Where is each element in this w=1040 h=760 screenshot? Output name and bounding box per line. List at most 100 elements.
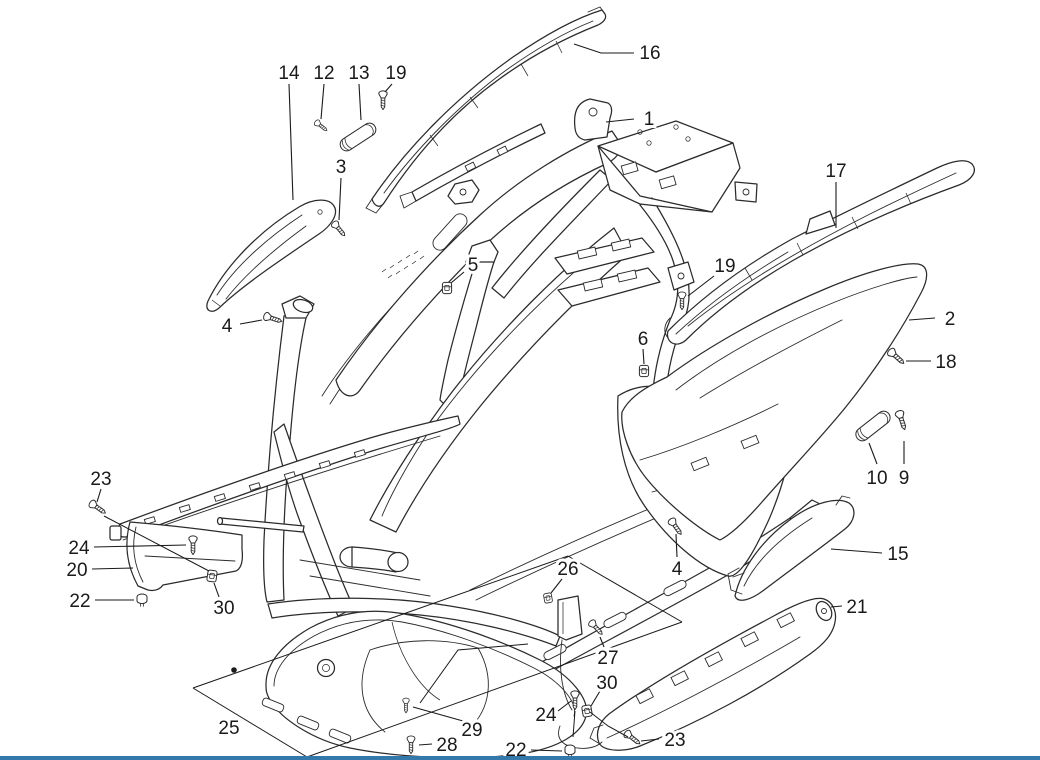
leader-line-part-5 [450, 271, 465, 284]
part-number-label-6: 6 [638, 329, 649, 350]
part-number-label-24: 24 [68, 538, 90, 559]
leader-line-part-24 [93, 544, 187, 548]
screw-icon-part-4 [262, 311, 284, 326]
part-number-label-30: 30 [213, 598, 234, 619]
part-number-label-3: 3 [336, 157, 347, 178]
leader-line-part-30 [213, 582, 220, 598]
part-number-label-1: 1 [644, 109, 655, 130]
leader-line-part-19 [687, 275, 715, 297]
bottom-accent-bar [0, 756, 1040, 760]
leader-line-part-14 [288, 83, 294, 201]
part-21-side-skirt-rail [589, 597, 837, 751]
part-number-label-17: 17 [825, 161, 846, 182]
clip-icon-part-30 [206, 569, 218, 583]
leader-line-part-29 [412, 706, 464, 722]
leader-line-part-30 [590, 690, 601, 707]
part-number-label-23: 23 [664, 730, 685, 751]
part-number-label-4: 4 [222, 316, 233, 337]
part-number-label-27: 27 [597, 648, 618, 669]
part-number-label-4: 4 [672, 559, 683, 580]
leader-line-part-6 [642, 348, 645, 365]
leader-line-part-27 [599, 636, 605, 648]
part-number-label-5: 5 [468, 255, 479, 276]
screw-icon-part-18 [885, 346, 908, 368]
part-15-rear-spoiler [727, 495, 855, 601]
callout-lines [103, 515, 683, 758]
part-1-rear-subframe [573, 98, 758, 213]
callout-line [103, 515, 210, 572]
leader-line-part-3 [338, 177, 342, 221]
leader-line-part-19 [384, 83, 393, 93]
subframe-left-bracket [573, 98, 613, 141]
part-number-label-26: 26 [557, 559, 578, 580]
callout-line [192, 555, 569, 689]
part-number-label-15: 15 [887, 544, 908, 565]
leader-line-part-12 [320, 83, 325, 120]
callout-dot [231, 667, 237, 673]
nut-icon-part-22 [136, 593, 148, 608]
part-number-label-30: 30 [596, 673, 617, 694]
screw-icon-part-23 [87, 498, 109, 517]
callout-line [589, 711, 629, 738]
callout-line [306, 621, 683, 758]
leader-line-part-28 [418, 743, 433, 746]
callout-line [192, 687, 308, 758]
leader-line-part-24 [557, 700, 572, 712]
subframe-leg-left [491, 169, 613, 299]
part-number-label-2: 2 [945, 309, 956, 330]
part-number-label-19: 19 [385, 63, 406, 84]
screw-icon-part-3 [329, 219, 349, 239]
step-rod [219, 517, 305, 533]
part-number-label-29: 29 [461, 720, 482, 741]
part-17-right-upper-spoiler [664, 160, 975, 345]
leader-line-part-20 [91, 567, 134, 570]
part-number-label-25: 25 [218, 718, 239, 739]
screw-icon-part-12 [312, 118, 330, 134]
pad-icon-part-13 [337, 120, 379, 154]
clip-icon-part-5 [441, 281, 453, 295]
main-spar [369, 227, 629, 533]
leader-line-part-26 [550, 578, 563, 594]
part-number-label-12: 12 [313, 63, 334, 84]
clip-icon-part-6 [638, 364, 650, 378]
leader-line-part-23 [96, 488, 102, 503]
leader-line-part-21 [830, 605, 843, 608]
part-number-label-14: 14 [278, 63, 300, 84]
part-16-upper-spoiler [365, 6, 607, 214]
leader-line-part-16 [573, 43, 634, 54]
leader-line-part-23 [640, 738, 660, 742]
pad-icon-part-10 [852, 408, 894, 444]
callout-line [419, 643, 529, 704]
cable-brackets [557, 595, 603, 749]
leader-line-part-4 [239, 319, 263, 325]
part-number-label-22: 22 [69, 591, 90, 612]
part-number-label-9: 9 [899, 468, 910, 489]
leader-line-part-2 [908, 317, 936, 321]
part-number-label-24: 24 [535, 705, 557, 726]
part-14-left-side-cover [206, 199, 337, 312]
leader-line-part-13 [358, 83, 362, 121]
part-number-label-16: 16 [639, 43, 660, 64]
left-floor-rail [109, 415, 461, 541]
part-number-label-23: 23 [90, 469, 111, 490]
grip-hatch-strip [381, 250, 425, 279]
screw-icon-part-19 [378, 90, 388, 111]
leader-line-part-10 [868, 442, 878, 465]
leader-line-part-15 [830, 548, 883, 554]
part-2-right-side-cover [621, 263, 928, 541]
leader-line-part-1 [605, 118, 635, 123]
part-number-label-22: 22 [505, 740, 526, 760]
leader-line-part-22 [530, 749, 563, 752]
leader-line-part-4 [675, 533, 678, 558]
callout-line [572, 710, 576, 738]
clip-icon-part-30 [580, 704, 594, 718]
part-number-label-19: 19 [714, 256, 735, 277]
part-number-label-21: 21 [846, 597, 867, 618]
part-number-label-13: 13 [348, 63, 369, 84]
part-20-left-skirt-panel [126, 521, 243, 592]
part-number-label-10: 10 [866, 468, 887, 489]
clip-icon-part-26 [542, 592, 554, 604]
